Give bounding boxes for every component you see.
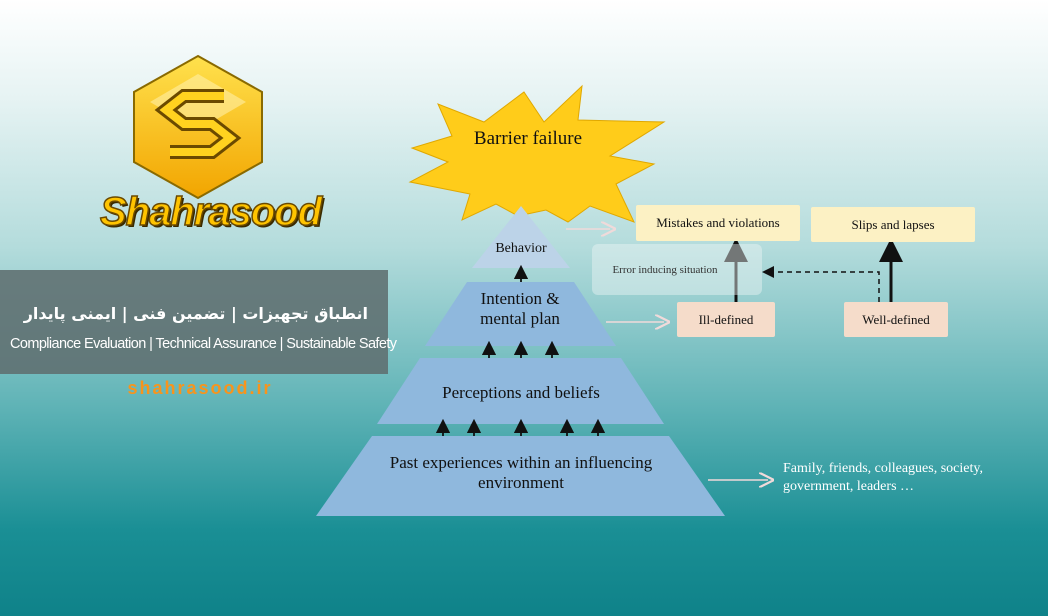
intention-label: Intention & mental plan	[480, 289, 560, 329]
ill-defined-box: Ill-defined	[677, 302, 775, 337]
tagline-persian: انطباق تجهیزات | تضمین فنی | ایمنی پایدا…	[23, 304, 368, 323]
error-situation-label: Error inducing situation	[612, 264, 718, 276]
influences-text: Family, friends, colleagues, society, go…	[783, 461, 983, 494]
experiences-label: Past experiences within an influencing e…	[389, 453, 653, 493]
dashed-arrow	[762, 266, 880, 302]
tagline-english: Compliance Evaluation | Technical Assura…	[10, 336, 397, 352]
behavior-label: Behavior	[495, 241, 547, 256]
barrier-failure-label: Barrier failure	[473, 128, 583, 149]
barrier-failure-burst	[408, 84, 666, 223]
slips-lapses-box: Slips and lapses	[811, 207, 975, 242]
thick-arrows	[724, 238, 903, 302]
tagline-banner: انطباق تجهیزات | تضمین فنی | ایمنی پایدا…	[0, 270, 397, 374]
pyramid-level-behavior	[472, 206, 570, 268]
error-situation-box	[592, 244, 762, 295]
mistakes-violations-box: Mistakes and violations	[636, 205, 800, 241]
connector-arrows	[566, 229, 768, 480]
pyramid-level-perceptions	[377, 358, 664, 424]
pyramid-level-experiences	[316, 436, 725, 516]
website-link[interactable]: shahrasood.ir	[127, 378, 273, 398]
well-defined-box: Well-defined	[844, 302, 948, 337]
logo-wordmark: Shahrasood	[99, 189, 323, 235]
upward-arrows	[435, 264, 606, 436]
logo-emblem-icon	[133, 54, 263, 200]
pyramid-level-intention	[425, 282, 616, 346]
perceptions-label: Perceptions and beliefs	[442, 383, 600, 402]
